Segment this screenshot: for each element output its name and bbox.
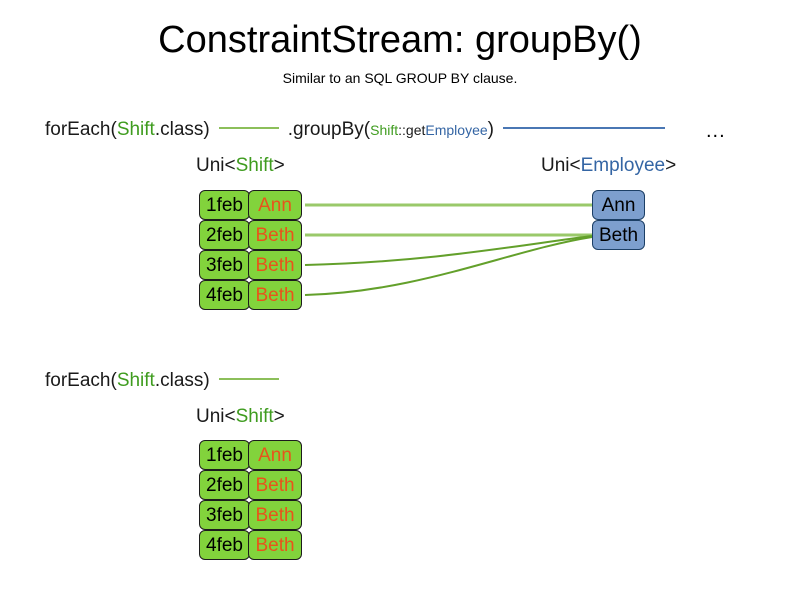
code-ellipsis: ... bbox=[706, 120, 726, 142]
table-row: 3feb Beth bbox=[199, 500, 302, 530]
uni-suffix: > bbox=[273, 155, 285, 176]
table-row: Beth bbox=[592, 220, 645, 250]
connector-4feb-to-beth bbox=[304, 236, 593, 296]
cell-name: Ann bbox=[248, 190, 302, 220]
stream-label-uni-employee: Uni<Employee> bbox=[541, 154, 676, 178]
cell-name: Beth bbox=[248, 220, 302, 250]
uni-type: Employee bbox=[580, 155, 666, 176]
table-row: 4feb Beth bbox=[199, 530, 302, 560]
page-subtitle: Similar to an SQL GROUP BY clause. bbox=[282, 70, 518, 86]
table-row: Ann bbox=[592, 190, 645, 220]
code-line-top: forEach(Shift.class).groupBy(Shift::getE… bbox=[45, 118, 674, 142]
connector-rule-green-bottom bbox=[218, 377, 279, 380]
table-row: 4feb Beth bbox=[199, 280, 302, 310]
cell-date: 4feb bbox=[199, 530, 250, 560]
uni-type: Shift bbox=[235, 155, 274, 176]
employee-tuple-table: Ann Beth bbox=[592, 190, 645, 250]
stream-label-uni-shift-bottom: Uni<Shift> bbox=[196, 405, 285, 429]
page-title: ConstraintStream: groupBy() bbox=[158, 19, 642, 61]
cell-date: 1feb bbox=[199, 440, 250, 470]
cell-name: Ann bbox=[248, 440, 302, 470]
cell-date: 4feb bbox=[199, 280, 250, 310]
cell-employee-name: Ann bbox=[592, 190, 645, 220]
cell-date: 3feb bbox=[199, 250, 250, 280]
connector-3feb-to-beth bbox=[304, 235, 593, 266]
uni-suffix: > bbox=[273, 406, 285, 427]
code-groupby-close: ) bbox=[487, 119, 494, 140]
code-foreach-prefix: forEach( bbox=[45, 119, 117, 140]
cell-date: 2feb bbox=[199, 220, 250, 250]
table-row: 3feb Beth bbox=[199, 250, 302, 280]
shift-tuple-table-top: 1feb Ann 2feb Beth 3feb Beth 4feb Beth bbox=[199, 190, 302, 310]
cell-employee-name: Beth bbox=[592, 220, 645, 250]
code-groupby-arg-sep: ::get bbox=[398, 122, 426, 138]
code-groupby-arg-prop: Employee bbox=[425, 122, 488, 138]
code-foreach-suffix: .class) bbox=[154, 119, 210, 140]
cell-name: Beth bbox=[248, 500, 302, 530]
connector-rule-blue-top bbox=[502, 126, 665, 129]
table-row: 1feb Ann bbox=[199, 190, 302, 220]
table-row: 2feb Beth bbox=[199, 470, 302, 500]
code-groupby-method: .groupBy( bbox=[287, 119, 371, 140]
code-foreach-type: Shift bbox=[116, 119, 155, 140]
cell-date: 2feb bbox=[199, 470, 250, 500]
cell-name: Beth bbox=[248, 250, 302, 280]
uni-type: Shift bbox=[235, 406, 274, 427]
cell-name: Beth bbox=[248, 530, 302, 560]
uni-prefix: Uni< bbox=[196, 155, 236, 176]
cell-date: 1feb bbox=[199, 190, 250, 220]
shift-tuple-table-bottom: 1feb Ann 2feb Beth 3feb Beth 4feb Beth bbox=[199, 440, 302, 560]
connector-rule-green-top bbox=[218, 126, 279, 129]
code-foreach-prefix: forEach( bbox=[45, 370, 117, 391]
cell-name: Beth bbox=[248, 280, 302, 310]
stream-label-uni-shift-top: Uni<Shift> bbox=[196, 154, 285, 178]
code-groupby-arg-type: Shift bbox=[370, 122, 399, 138]
table-row: 2feb Beth bbox=[199, 220, 302, 250]
code-line-bottom: forEach(Shift.class) bbox=[45, 369, 288, 393]
table-row: 1feb Ann bbox=[199, 440, 302, 470]
code-foreach-suffix: .class) bbox=[154, 370, 210, 391]
code-foreach-type: Shift bbox=[116, 370, 155, 391]
uni-prefix: Uni< bbox=[541, 155, 581, 176]
uni-suffix: > bbox=[665, 155, 677, 176]
cell-date: 3feb bbox=[199, 500, 250, 530]
cell-name: Beth bbox=[248, 470, 302, 500]
uni-prefix: Uni< bbox=[196, 406, 236, 427]
